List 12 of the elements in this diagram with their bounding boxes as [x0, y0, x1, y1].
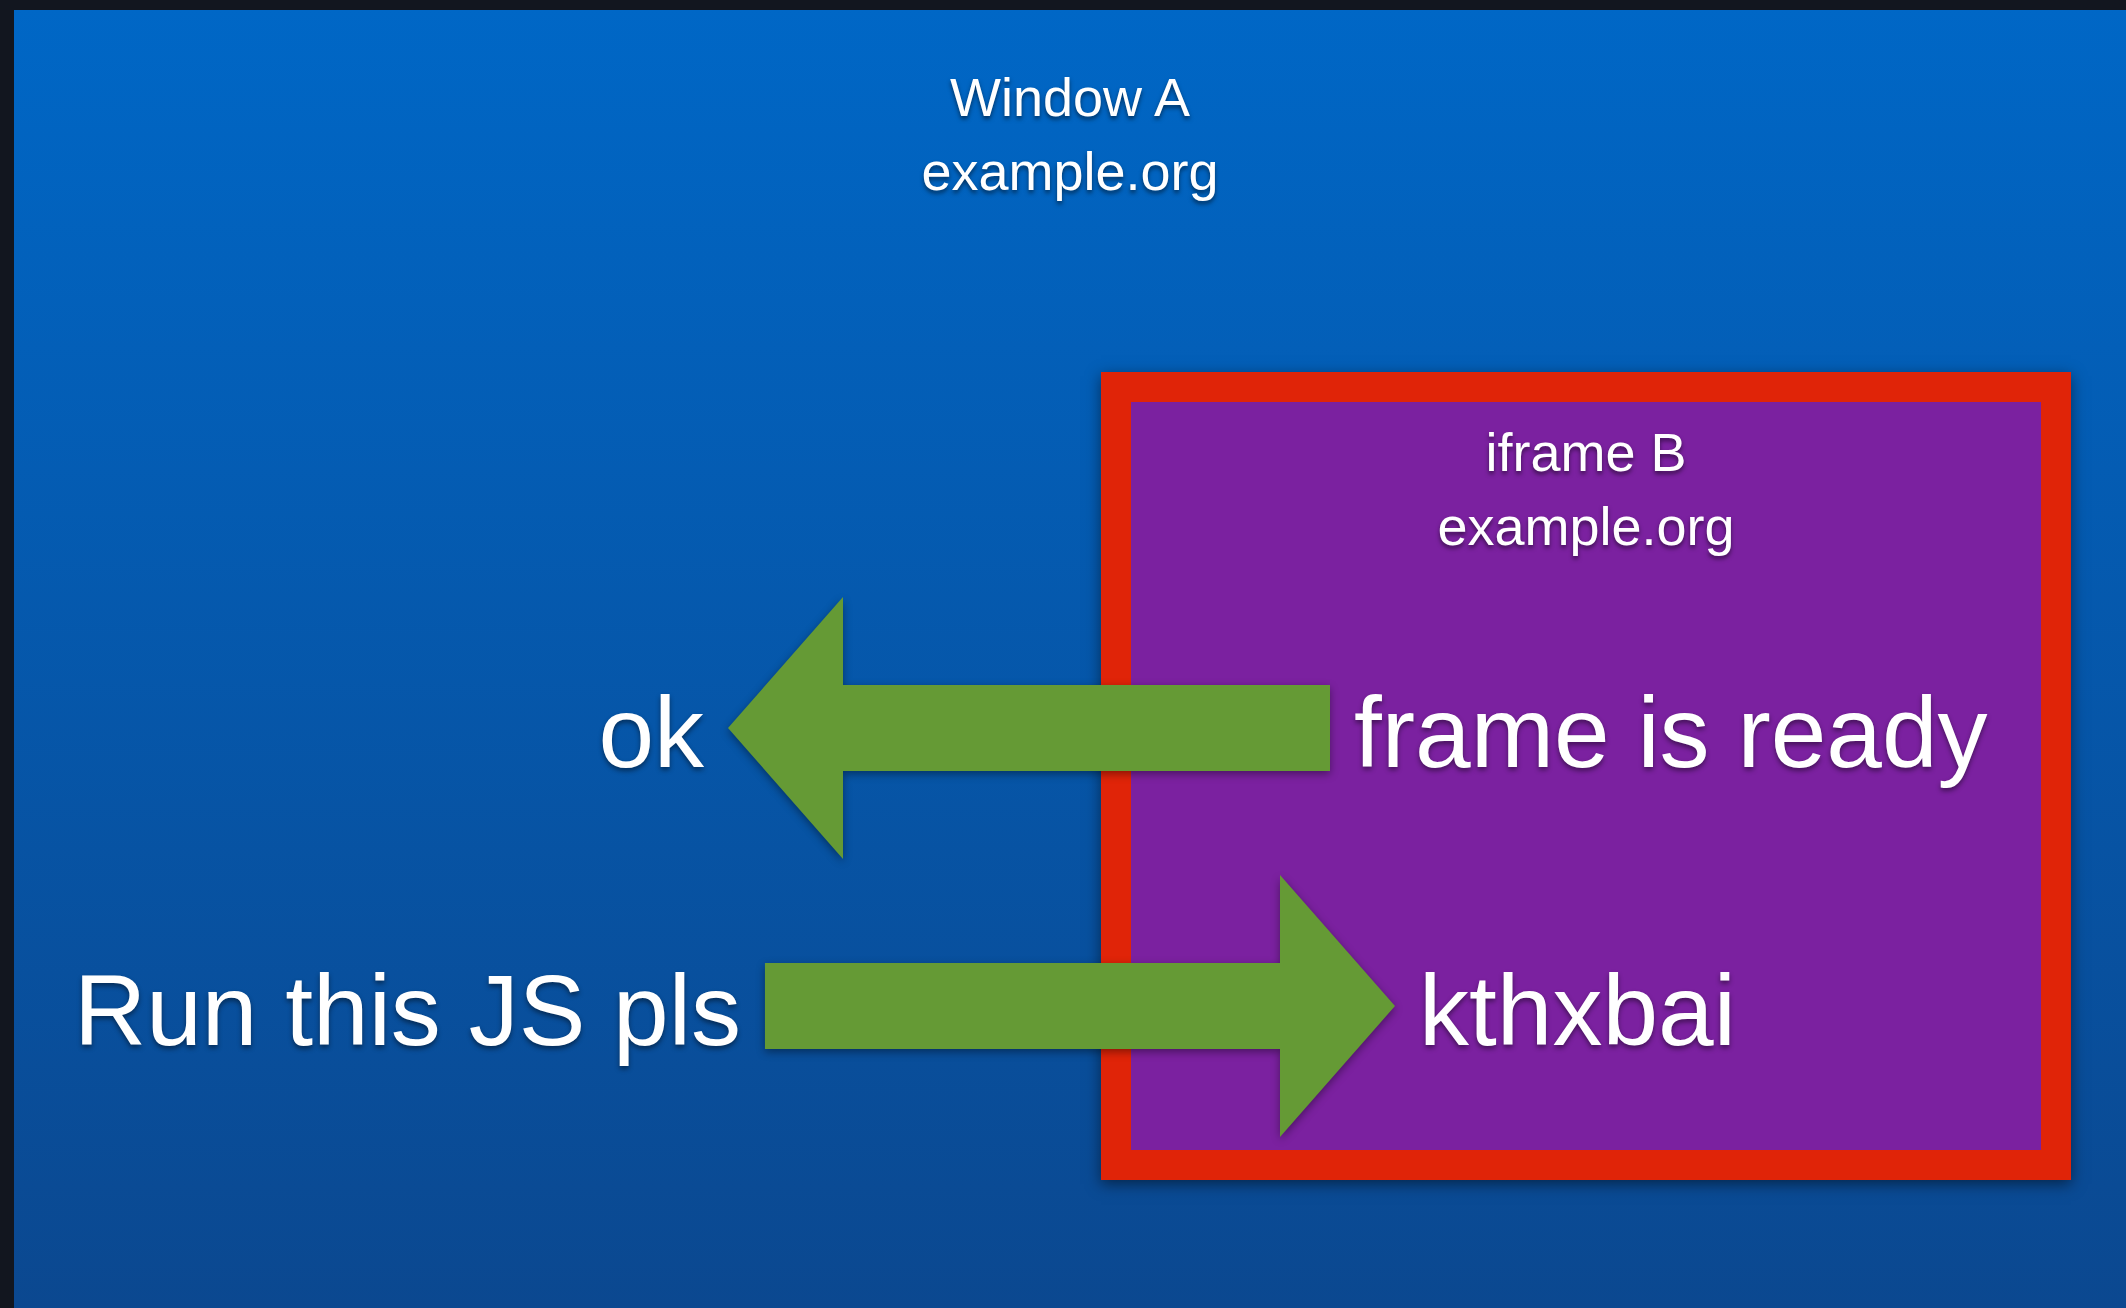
iframe-title: iframe B — [1485, 421, 1687, 484]
iframe-box — [1101, 372, 2071, 1180]
origin-label: example.org — [921, 139, 1219, 203]
reply-text: ok — [460, 672, 728, 792]
block-arrow — [728, 597, 1330, 859]
message-text: frame is ready — [1330, 672, 2012, 792]
message-text: Run this JS pls — [50, 950, 765, 1070]
window-title: Window A — [949, 66, 1191, 129]
block-arrow — [764, 875, 1395, 1137]
window-background — [14, 10, 2126, 1308]
origin-label: example.org — [1437, 495, 1735, 558]
reply-text: kthxbai — [1395, 950, 1760, 1070]
